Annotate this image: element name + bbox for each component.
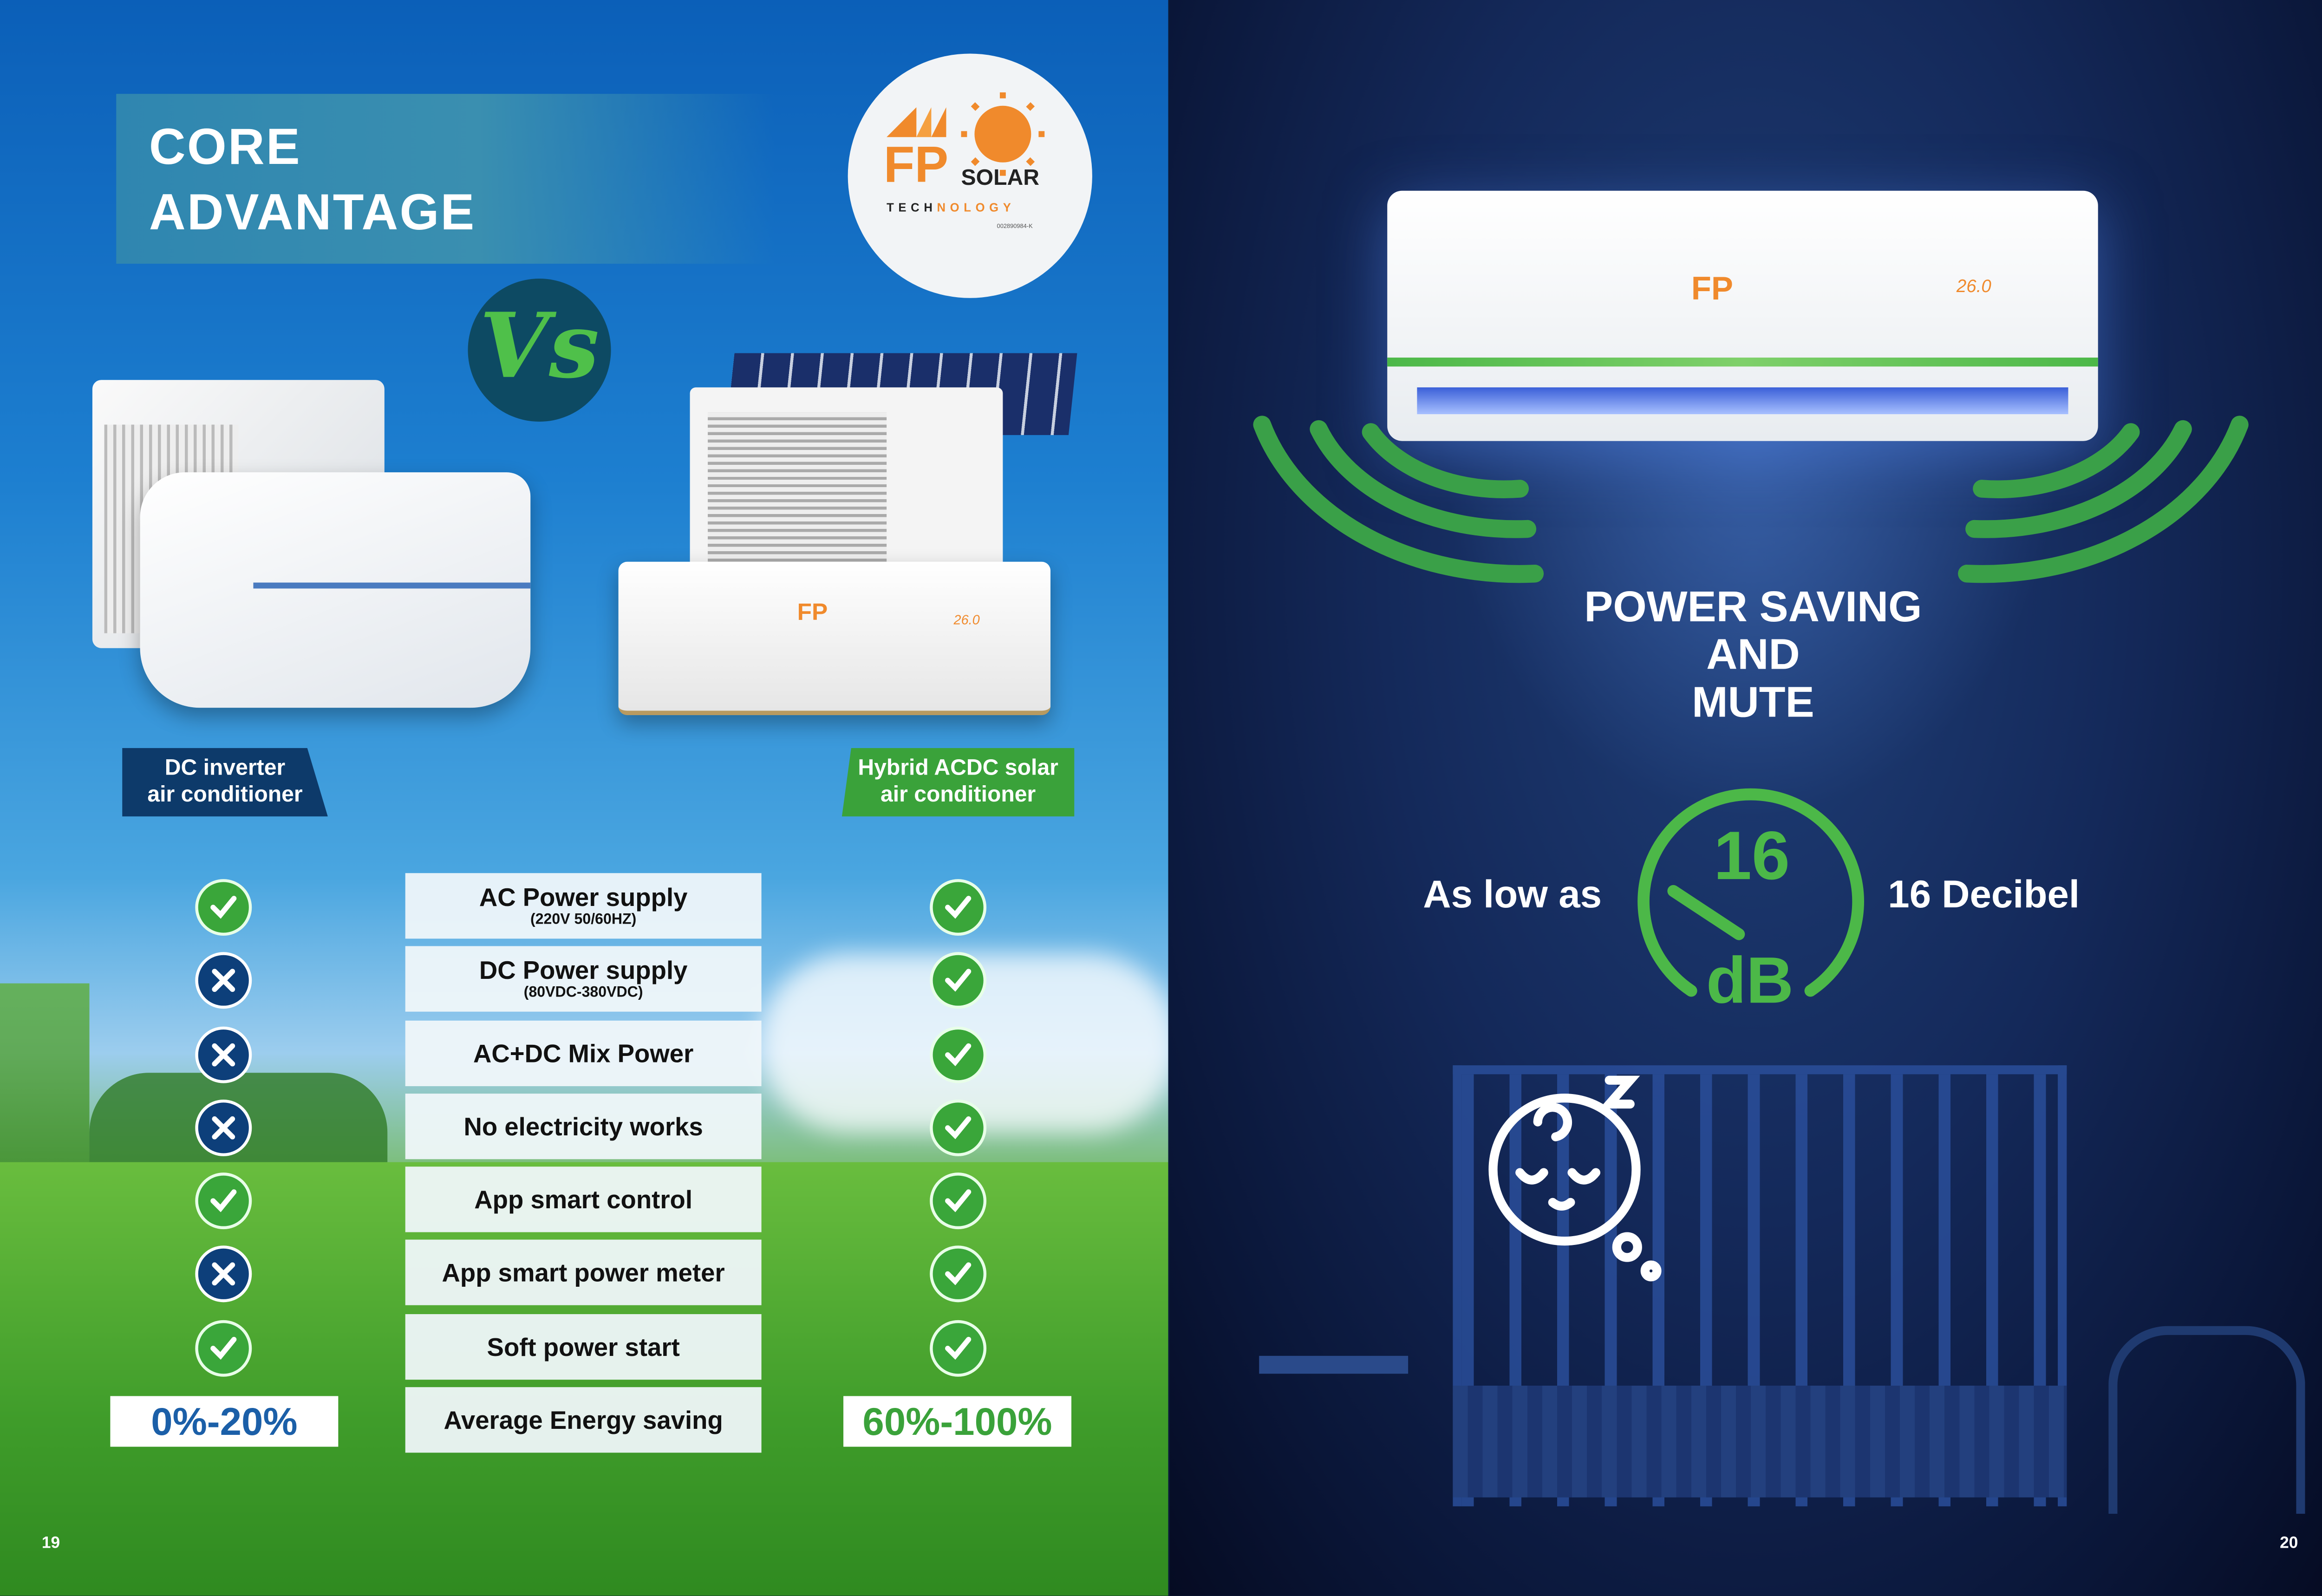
fan-grille [708, 412, 887, 562]
check-icon [930, 1245, 987, 1303]
logo-reg-no: 002890984-K [997, 222, 1033, 230]
feature-label: App smart control [474, 1185, 693, 1214]
feature-row-energy: Average Energy saving [405, 1387, 762, 1453]
feature-label: Average Energy saving [444, 1406, 723, 1434]
logo-tech: TECH [887, 201, 937, 215]
title-line-2: ADVANTAGE [149, 184, 476, 241]
page-number: 20 [2280, 1534, 2298, 1553]
hybrid-solar-ac-image: FP 26.0 [618, 345, 1081, 718]
dc-inverter-ac-image [90, 365, 537, 708]
feature-sub: (220V 50/60HZ) [530, 911, 637, 928]
feature-row: Soft power start [405, 1314, 762, 1380]
unit-display: 26.0 [953, 612, 980, 627]
check-icon [930, 1026, 987, 1083]
sun-factory-logo-icon [887, 92, 1045, 176]
feature-title: POWER SAVING AND MUTE [1170, 584, 2322, 727]
gauge-unit: dB [1706, 945, 1794, 1018]
vs-badge: Vs [468, 279, 611, 422]
check-icon [930, 1099, 987, 1156]
energy-saving-dc: 0%-20% [110, 1396, 339, 1447]
title-line-1: CORE [149, 119, 301, 176]
title-line: POWER SAVING [1584, 584, 1922, 632]
cross-icon [195, 1026, 252, 1083]
label-line: DC inverter [164, 755, 286, 781]
feature-label: AC+DC Mix Power [473, 1039, 694, 1068]
green-stripe [1387, 358, 2098, 367]
right-page: FP 26.0 POWER SAVING AND MUTE As low as … [1169, 0, 2322, 1596]
left-page: CORE ADVANTAGE FP SOLAR TECHNOLOGY 00289… [0, 0, 1168, 1596]
check-icon [930, 952, 987, 1009]
brand-logo: FP SOLAR TECHNOLOGY 002890984-K [848, 53, 1092, 298]
crib-skirt [1453, 1385, 2067, 1498]
feature-label: AC Power supply [479, 883, 688, 912]
logo-nology: NOLOGY [937, 201, 1016, 215]
check-icon [930, 1320, 987, 1377]
decibel-caption: 16 Decibel [1888, 872, 2080, 917]
indoor-unit [618, 561, 1051, 716]
feature-row: DC Power supply(80VDC-380VDC) [405, 946, 762, 1012]
feature-label: No electricity works [463, 1112, 703, 1141]
indoor-stripe [253, 582, 531, 589]
unit-display: 26.0 [1956, 275, 1991, 297]
ac-unit-image: FP 26.0 [1387, 190, 2098, 441]
title-line: MUTE [1692, 679, 1814, 727]
sleeping-baby-icon [1488, 1075, 1662, 1282]
sound-wave-icon [1253, 416, 2249, 583]
check-icon [930, 1173, 987, 1230]
label-line: air conditioner [147, 782, 303, 808]
label-line: air conditioner [880, 782, 1036, 808]
decibel-gauge-icon [1637, 788, 1864, 997]
unit-logo: FP [1691, 269, 1734, 307]
unit-logo: FP [797, 600, 828, 626]
logo-solar: SOLAR [961, 165, 1039, 191]
feature-label: Soft power start [487, 1333, 680, 1361]
city-silhouette [0, 983, 90, 1177]
feature-row: AC Power supply(220V 50/60HZ) [405, 873, 762, 939]
label-line: Hybrid ACDC solar [858, 755, 1058, 781]
air-vent [1417, 387, 2068, 414]
feature-label: DC Power supply [479, 956, 688, 984]
logo-fp: FP [883, 137, 949, 194]
feature-sub: (80VDC-380VDC) [523, 984, 643, 1001]
check-icon [195, 879, 252, 936]
feature-row: AC+DC Mix Power [405, 1020, 762, 1087]
title-line: AND [1706, 632, 1800, 680]
feature-row: App smart power meter [405, 1239, 762, 1305]
feature-label: App smart power meter [442, 1258, 725, 1287]
zzz-mark [1599, 1075, 1640, 1109]
check-icon [930, 879, 987, 936]
title-banner [116, 94, 775, 264]
page-number: 19 [41, 1534, 60, 1553]
cross-icon [195, 1099, 252, 1156]
rocking-horse-image [2108, 1326, 2305, 1514]
energy-saving-hybrid: 60%-100% [843, 1396, 1071, 1447]
indoor-unit [140, 472, 531, 708]
cross-icon [195, 952, 252, 1009]
cross-icon [195, 1245, 252, 1303]
as-low-as-caption: As low as [1423, 872, 1602, 917]
light-beam [1438, 432, 2064, 820]
feature-row: App smart control [405, 1166, 762, 1232]
feature-row: No electricity works [405, 1094, 762, 1160]
stool-image [1259, 1355, 1409, 1537]
check-icon [195, 1320, 252, 1377]
check-icon [195, 1173, 252, 1230]
gauge-value: 16 [1713, 816, 1790, 894]
